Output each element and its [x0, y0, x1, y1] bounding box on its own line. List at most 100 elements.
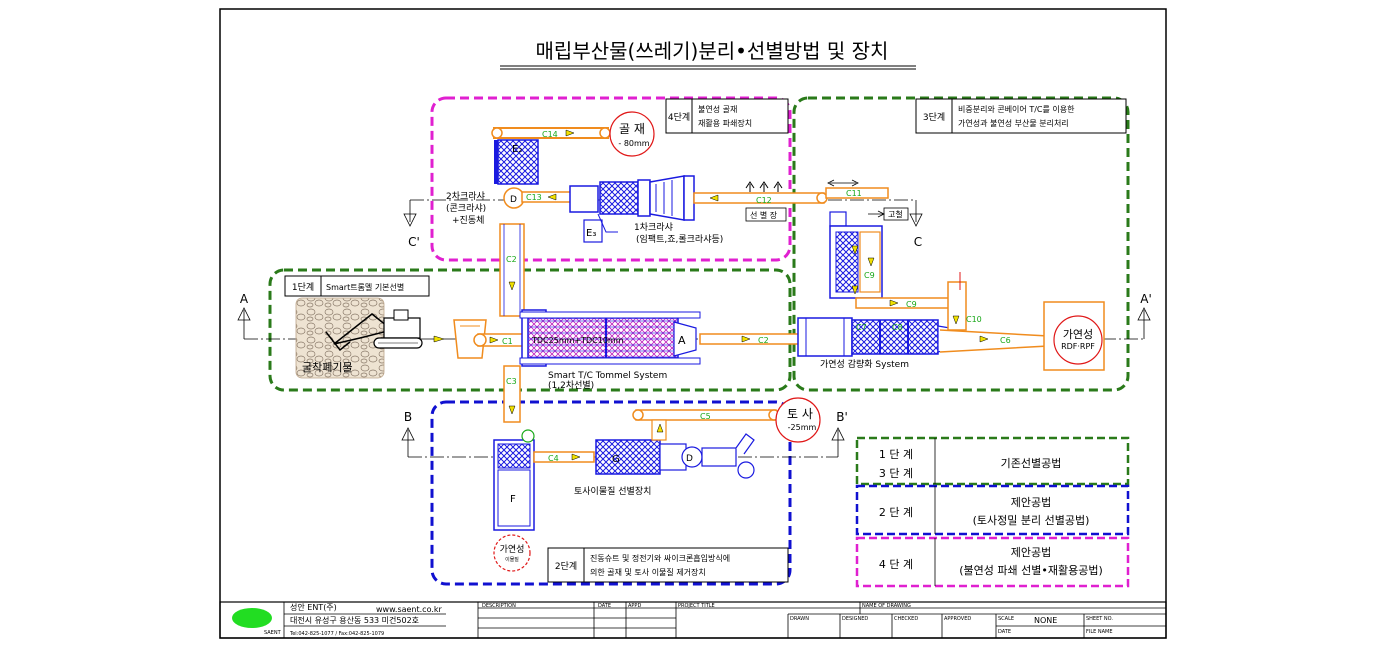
company-logo: SAENT — [232, 608, 282, 636]
company-website: www.saent.co.kr — [376, 605, 443, 614]
svg-text:TDC25mm+TDC10mm: TDC25mm+TDC10mm — [531, 336, 624, 345]
tb-date: DATE — [598, 603, 611, 609]
svg-text:2 단 계: 2 단 계 — [879, 506, 913, 519]
company-name: 성안 ENT(주) — [290, 602, 337, 612]
svg-text:RDF·RPF: RDF·RPF — [1061, 342, 1095, 351]
svg-text:4 단 계: 4 단 계 — [879, 558, 913, 571]
vibrating-chute-f: F — [493, 429, 535, 531]
section-b-label: B — [404, 410, 412, 424]
tb-scale-value: NONE — [1034, 616, 1057, 625]
svg-text:C12: C12 — [756, 196, 772, 205]
stage3-label: 3단계 비중분리와 콘베이어 T/C를 이용한 가연성과 불연성 부산물 분리처… — [915, 98, 1127, 134]
svg-text:G: G — [612, 454, 620, 465]
section-b2-label: B' — [836, 410, 848, 424]
conveyor-c12: C12 — [693, 181, 828, 205]
conveyor-c1: C1 — [473, 333, 525, 347]
svg-text:제안공법: 제안공법 — [1011, 496, 1051, 509]
svg-text:C13: C13 — [526, 193, 542, 202]
svg-text:1단계: 1단계 — [292, 281, 314, 293]
electrostatic-separator: G D — [595, 433, 755, 479]
tb-name-of-drawing: NAME OF DRAWING — [862, 603, 911, 609]
primary-crusher: E₃ — [569, 175, 695, 243]
trommel-label-2: (1,2차선별) — [548, 379, 594, 391]
conveyor-c5: C5 — [632, 409, 780, 441]
svg-text:C7: C7 — [856, 323, 867, 332]
stage4-region — [430, 96, 792, 262]
svg-text:E₂: E₂ — [512, 144, 522, 155]
section-a2-label: A' — [1140, 292, 1152, 306]
conveyor-c11: C11 — [825, 179, 889, 199]
section-a-label: A — [240, 292, 249, 306]
legend-row-3: 4 단 계 제안공법 (불연성 파쇄 선별•재활용공법) — [855, 536, 1130, 588]
svg-text:D: D — [686, 454, 693, 464]
stage2-region — [430, 400, 792, 586]
tb-sheet-no: SHEET NO. — [1086, 616, 1113, 622]
section-c2-label: C' — [408, 235, 420, 249]
svg-text:굴착폐기물: 굴착폐기물 — [302, 361, 353, 374]
svg-text:C1: C1 — [502, 337, 513, 346]
svg-text:1 단 계: 1 단 계 — [879, 448, 913, 461]
feed-hopper — [453, 319, 487, 359]
svg-text:C3: C3 — [506, 377, 517, 386]
svg-text:C9: C9 — [864, 271, 875, 280]
svg-text:이물질: 이물질 — [505, 556, 519, 563]
tb-file-name: FILE NAME — [1086, 629, 1113, 635]
svg-text:SAENT: SAENT — [264, 630, 282, 636]
conveyor-c10: C10 — [947, 272, 982, 331]
svg-text:C14: C14 — [542, 130, 558, 139]
scrap-hopper: 고철 — [868, 207, 909, 221]
conveyor-c3-vertical: C3 — [503, 365, 521, 423]
svg-text:(토사정밀 분리 선별공법): (토사정밀 분리 선별공법) — [973, 514, 1090, 527]
secondary-crusher-e3: E₂ D — [494, 139, 539, 209]
excavator — [325, 309, 423, 352]
svg-text:3 단 계: 3 단 계 — [879, 467, 913, 480]
svg-text:C2: C2 — [506, 255, 517, 264]
tb-date2: DATE — [998, 629, 1011, 635]
svg-text:4단계: 4단계 — [668, 111, 690, 123]
svg-text:C4: C4 — [548, 454, 559, 463]
crusher1-line2: (임팩트,죠,롤크라샤등) — [636, 233, 723, 245]
combustible-reduction-system: C7 C8 — [797, 317, 963, 357]
svg-text:C6: C6 — [1000, 336, 1011, 345]
crusher2-line3: +진동체 — [452, 215, 484, 226]
svg-text:(불연성 파쇄 선별•재활용공법): (불연성 파쇄 선별•재활용공법) — [959, 563, 1103, 577]
stage4-label: 4단계 불연성 골재 재활용 파쇄장치 — [665, 98, 789, 134]
diagram-title: 매립부산물(쓰레기)분리•선별방법 및 장치 — [536, 39, 889, 63]
svg-text:- 80mm: - 80mm — [618, 139, 649, 148]
tb-designed: DESIGNED — [842, 616, 868, 622]
svg-text:C5: C5 — [700, 412, 711, 421]
soil-output: 토 사 -25mm — [775, 397, 821, 443]
svg-text:C8: C8 — [892, 323, 903, 332]
legend-row-1: 1 단 계 3 단 계 기존선별공법 — [855, 436, 1130, 486]
svg-text:D: D — [510, 195, 517, 205]
conveyor-c9: C9 — [855, 297, 953, 309]
svg-text:C11: C11 — [846, 189, 862, 198]
combustible-output: 가연성 RDF·RPF — [1043, 301, 1105, 371]
tb-project-title: PROJECT TITLE — [678, 603, 715, 609]
svg-text:C9: C9 — [906, 300, 917, 309]
svg-text:고철: 고철 — [888, 209, 903, 219]
flow-arrow-feed — [433, 335, 445, 343]
svg-text:가연성: 가연성 — [1063, 328, 1093, 341]
tb-drawn: DRAWN — [790, 616, 809, 622]
tb-appd: APPD — [628, 603, 641, 609]
conveyor-c14: C14 — [491, 127, 611, 139]
conveyor-c4: C4 — [533, 451, 595, 463]
svg-text:진동슈트 및 정전기와 싸이크론흡입방식에: 진동슈트 및 정전기와 싸이크론흡입방식에 — [590, 553, 730, 563]
svg-text:A: A — [678, 334, 686, 347]
stage2-label: 2단계 진동슈트 및 정전기와 싸이크론흡입방식에 의한 골재 및 토사 이물질… — [547, 547, 789, 583]
conveyor-c2: C2 — [699, 333, 801, 345]
combustible-debris-output: 가연성 이물질 — [493, 534, 531, 572]
tb-description: DESCRIPTION — [482, 603, 516, 609]
svg-text:가연성과 불연성 부산물 분리처리: 가연성과 불연성 부산물 분리처리 — [958, 118, 1069, 128]
trommel-system: TDC25mm+TDC10mm A — [519, 309, 701, 367]
svg-text:골 재: 골 재 — [619, 122, 645, 136]
svg-text:기존선별공법: 기존선별공법 — [1001, 457, 1062, 470]
stage1-label: 1단계 Smart트롬멜 기본선별 — [284, 275, 430, 297]
svg-text:의한 골재 및 토사 이물질 제거장치: 의한 골재 및 토사 이물질 제거장치 — [590, 567, 706, 577]
aggregate-output: 골 재 - 80mm — [609, 111, 655, 157]
crusher1-line1: 1차크라샤 — [634, 221, 673, 233]
title-block — [219, 601, 1167, 639]
svg-text:3단계: 3단계 — [923, 111, 945, 123]
